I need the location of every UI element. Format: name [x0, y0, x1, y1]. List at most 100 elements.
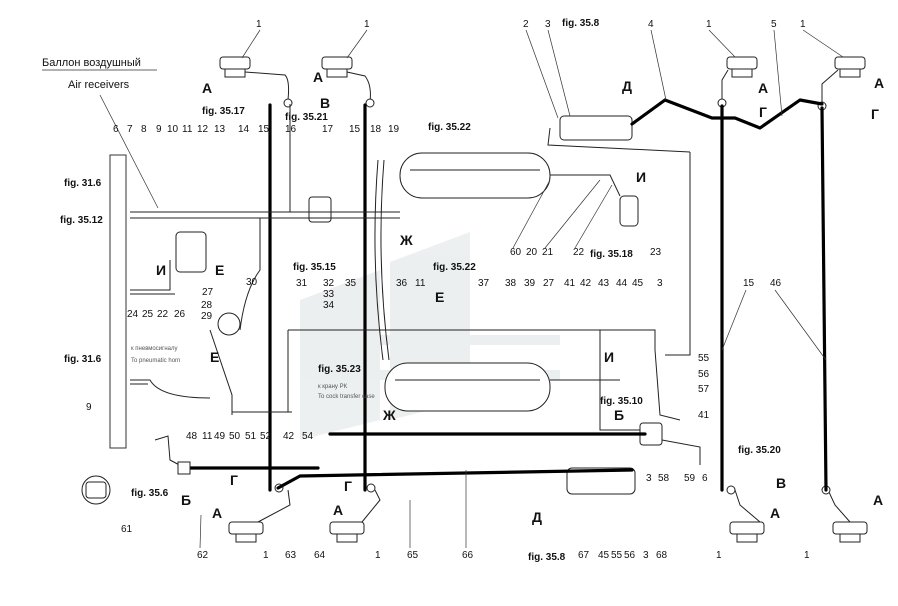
num-41b: 41	[698, 410, 710, 421]
num-37: 37	[478, 278, 490, 289]
fig-ref-35-22-mid: fig. 35.22	[433, 262, 476, 273]
num-3b: 3	[646, 473, 652, 484]
letter-d-2: Д	[532, 509, 542, 525]
fig-ref-35-15: fig. 35.15	[293, 262, 336, 273]
num-36: 36	[396, 278, 408, 289]
num-39: 39	[524, 278, 536, 289]
num-12: 12	[197, 124, 209, 135]
num-60: 60	[510, 247, 522, 258]
note-rk-ru: к крану РК	[318, 384, 348, 390]
letter-e-3: Е	[210, 349, 219, 365]
num-45b: 45	[598, 550, 610, 561]
fig-ref-35-6: fig. 35.6	[131, 488, 169, 499]
num-52: 52	[260, 431, 272, 442]
letter-a-8: А	[873, 492, 883, 508]
num-top-1c: 1	[706, 19, 712, 30]
num-top-2: 2	[523, 19, 529, 30]
note-rk-en: To cock transfer case	[318, 394, 375, 400]
fig-ref-35-20: fig. 35.20	[738, 445, 781, 456]
letter-zh-2: Ж	[382, 407, 396, 423]
pressure-gauge	[217, 312, 241, 336]
num-10: 10	[167, 124, 179, 135]
num-32: 32	[323, 278, 335, 289]
letter-g-1: Г	[759, 104, 767, 120]
num-3c: 3	[643, 550, 649, 561]
num-top-3: 3	[545, 19, 551, 30]
num-58: 58	[658, 473, 670, 484]
num-49: 49	[214, 431, 226, 442]
fig-ref-35-8-top: fig. 35.8	[562, 18, 600, 29]
num-1f: 1	[375, 550, 381, 561]
num-42a: 42	[580, 278, 592, 289]
letter-b-2: Б	[181, 492, 191, 508]
letter-a-3: А	[758, 80, 768, 96]
num-55a: 55	[698, 353, 710, 364]
brake-chamber-bottom-4	[832, 521, 868, 543]
num-22b: 22	[157, 309, 169, 320]
num-1h: 1	[804, 550, 810, 561]
letter-a-2: А	[313, 69, 323, 85]
letter-d-1: Д	[622, 78, 632, 94]
num-24: 24	[127, 309, 139, 320]
num-9: 9	[156, 124, 162, 135]
letter-a-4: А	[874, 75, 884, 91]
fig-ref-35-22-top: fig. 35.22	[428, 122, 471, 133]
num-56a: 56	[698, 369, 710, 380]
num-43: 43	[598, 278, 610, 289]
valve-small-1	[308, 196, 332, 223]
num-56b: 56	[624, 550, 636, 561]
num-59: 59	[684, 473, 696, 484]
fig-ref-35-18: fig. 35.18	[590, 249, 633, 260]
letter-g-2: Г	[871, 106, 879, 122]
num-top-1d: 1	[800, 19, 806, 30]
num-66: 66	[462, 550, 474, 561]
air-receiver-upper	[399, 152, 551, 199]
num-15a: 15	[258, 124, 270, 135]
num-55b: 55	[611, 550, 623, 561]
num-25: 25	[142, 309, 154, 320]
letter-a-6: А	[333, 502, 343, 518]
note-pneumo-en: To pneumatic horn	[131, 358, 180, 364]
num-38: 38	[505, 278, 517, 289]
num-20: 20	[526, 247, 538, 258]
num-11c: 11	[202, 431, 213, 442]
num-61: 61	[121, 524, 133, 535]
num-18: 18	[370, 124, 382, 135]
num-22: 22	[573, 247, 585, 258]
num-45a: 45	[632, 278, 644, 289]
fig-ref-35-8-bottom: fig. 35.8	[528, 552, 566, 563]
fig-ref-31-6-bottom: fig. 31.6	[64, 354, 102, 365]
num-6b: 6	[702, 473, 708, 484]
num-top-1b: 1	[364, 19, 370, 30]
letter-g-3: Г	[230, 472, 238, 488]
brake-chamber-bottom-2	[329, 521, 365, 543]
num-31: 31	[296, 278, 308, 289]
num-top-4: 4	[648, 19, 654, 30]
num-35: 35	[345, 278, 357, 289]
letter-i-3: И	[604, 349, 614, 365]
fig-ref-35-10: fig. 35.10	[600, 396, 643, 407]
num-13: 13	[214, 124, 226, 135]
num-67: 67	[578, 550, 590, 561]
num-3a: 3	[657, 278, 663, 289]
num-63: 63	[285, 550, 297, 561]
brake-chamber-top-1	[219, 56, 251, 78]
letter-e-2: Е	[435, 289, 444, 305]
num-16: 16	[285, 124, 297, 135]
brake-chamber-bottom-1	[228, 521, 264, 543]
num-54: 54	[302, 431, 314, 442]
num-26: 26	[174, 309, 186, 320]
valve-top-right	[559, 115, 633, 141]
letter-i-2: И	[636, 169, 646, 185]
num-33: 33	[323, 289, 335, 300]
num-15c: 15	[743, 278, 755, 289]
num-62: 62	[197, 550, 209, 561]
num-64: 64	[314, 550, 326, 561]
letter-zh-1: Ж	[399, 232, 413, 248]
num-11: 11	[182, 124, 193, 135]
valve-bottom	[566, 467, 636, 495]
num-6: 6	[113, 124, 119, 135]
num-68: 68	[656, 550, 668, 561]
letter-v-2: В	[776, 475, 786, 491]
